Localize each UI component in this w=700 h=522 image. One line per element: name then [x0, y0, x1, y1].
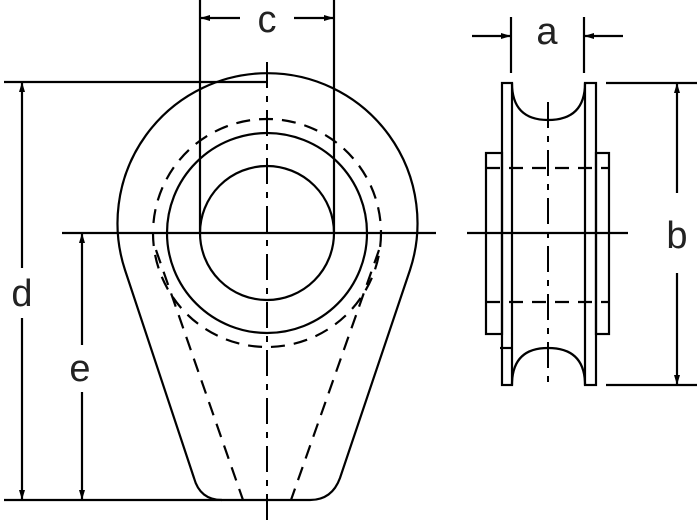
dashed-taper-right [289, 249, 381, 501]
label-c: c [258, 0, 277, 41]
dimension-d: d [4, 80, 267, 502]
label-b: b [666, 215, 687, 257]
dimension-b: b [606, 81, 697, 387]
label-a: a [536, 11, 558, 53]
side-view [467, 81, 628, 387]
dimension-c: c [198, 0, 336, 233]
front-view [62, 62, 436, 522]
dimension-a: a [472, 11, 623, 73]
dashed-taper-left [154, 249, 245, 501]
label-e: e [69, 348, 90, 390]
dimension-e: e [69, 233, 91, 500]
label-d: d [11, 273, 32, 315]
outer-outline [116, 72, 419, 502]
